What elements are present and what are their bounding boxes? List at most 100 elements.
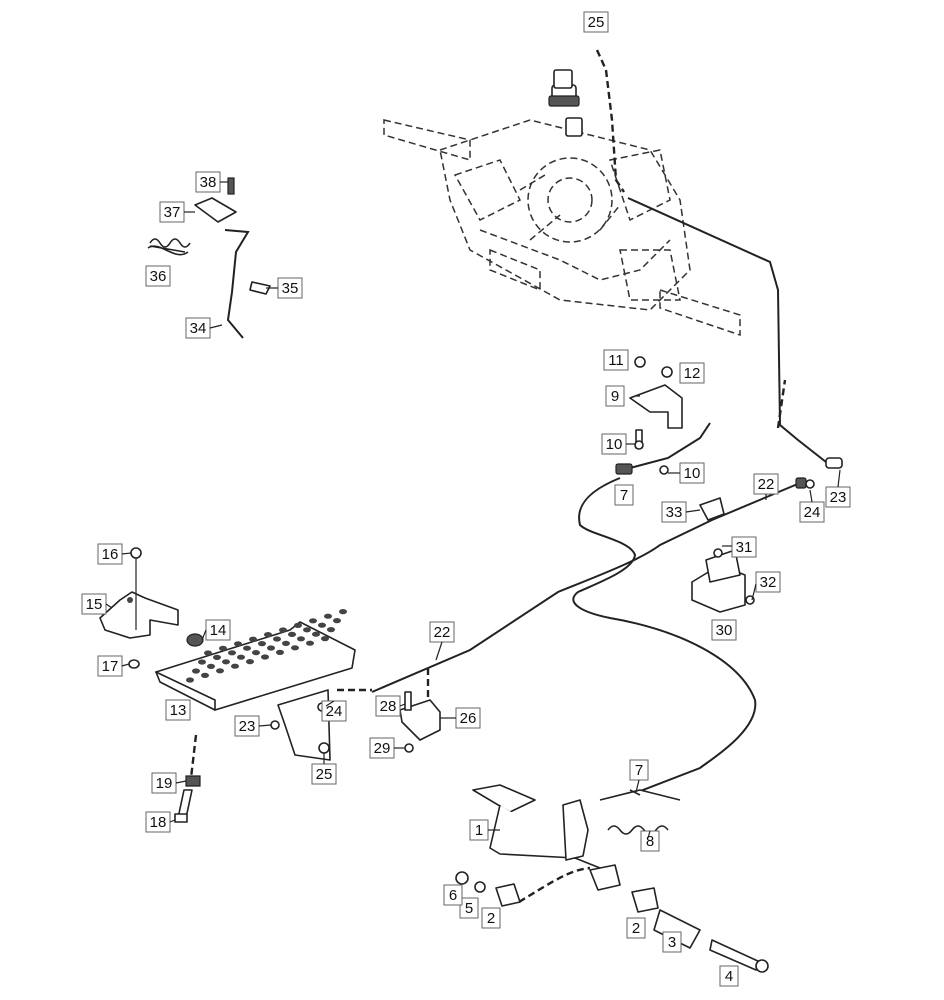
callout-36: 36	[145, 265, 171, 287]
callout-2: 2	[481, 907, 501, 929]
footrest-hole	[339, 609, 347, 615]
svg-text:7: 7	[620, 487, 628, 504]
footrest-plate-13	[155, 621, 356, 711]
svg-text:37: 37	[164, 204, 181, 221]
callout-13: 13	[165, 699, 191, 721]
footrest-hole	[192, 668, 200, 674]
bracket-30	[691, 457, 843, 613]
svg-text:2: 2	[487, 910, 495, 927]
footrest-hole	[327, 627, 335, 633]
footrest-hole	[261, 654, 269, 660]
svg-text:26: 26	[460, 710, 477, 727]
callout-12: 12	[679, 362, 705, 384]
footrest-hole	[222, 659, 230, 665]
footrest-hole	[333, 618, 341, 624]
callout-22: 22	[753, 473, 779, 495]
footrest-hole	[321, 636, 329, 642]
svg-text:35: 35	[282, 280, 299, 297]
svg-text:31: 31	[736, 539, 753, 556]
bracket-9	[615, 356, 683, 475]
footrest-hole	[276, 649, 284, 656]
callout-11: 11	[603, 349, 629, 371]
footrest-hole	[228, 650, 236, 656]
footrest-hole	[288, 631, 296, 638]
footrest-hole	[273, 636, 281, 642]
callout-28: 28	[375, 695, 401, 717]
svg-text:17: 17	[102, 658, 119, 675]
callout-24: 24	[321, 700, 347, 722]
svg-text:15: 15	[86, 596, 103, 613]
footrest-hole	[207, 663, 215, 670]
svg-text:19: 19	[156, 775, 173, 792]
footrest-hole	[204, 650, 212, 656]
svg-text:4: 4	[725, 968, 733, 985]
svg-text:28: 28	[380, 698, 397, 715]
svg-text:13: 13	[170, 702, 187, 719]
transmission-phantom	[383, 119, 741, 337]
svg-text:22: 22	[434, 624, 451, 641]
svg-text:24: 24	[804, 504, 821, 521]
svg-text:33: 33	[666, 504, 683, 521]
svg-text:23: 23	[239, 718, 256, 735]
footrest-hole	[258, 641, 266, 647]
footrest-hole	[294, 622, 302, 629]
footrest-hole	[309, 618, 317, 624]
svg-text:1: 1	[475, 822, 483, 839]
callout-24: 24	[799, 501, 825, 523]
callout-6: 6	[443, 884, 463, 906]
svg-text:10: 10	[684, 465, 701, 482]
footrest-hole	[231, 663, 239, 669]
svg-text:29: 29	[374, 740, 391, 757]
callout-23: 23	[825, 486, 851, 508]
svg-text:10: 10	[606, 436, 623, 453]
svg-text:16: 16	[102, 546, 119, 563]
callout-25: 25	[583, 11, 609, 33]
footrest-hole	[216, 668, 224, 674]
callout-7: 7	[614, 484, 634, 506]
callout-labels: 1 2 2 3 4 5 6 7 7 8 9 10 10 11 12 13 14 …	[81, 11, 851, 987]
footrest-hole	[249, 636, 257, 642]
footrest-hole	[237, 654, 245, 660]
svg-text:23: 23	[830, 489, 847, 506]
callout-10: 10	[601, 433, 627, 455]
callout-19: 19	[151, 772, 177, 794]
svg-text:9: 9	[611, 388, 619, 405]
nut-17	[128, 659, 140, 669]
callout-9: 9	[605, 385, 625, 407]
footrest-hole	[282, 640, 290, 647]
callout-8: 8	[640, 830, 660, 852]
callout-32: 32	[755, 571, 781, 593]
footrest-hole	[312, 631, 320, 637]
callout-3: 3	[662, 931, 682, 953]
nut-19	[185, 775, 201, 787]
footrest-hole	[234, 641, 242, 647]
svg-text:24: 24	[326, 703, 343, 720]
svg-text:11: 11	[608, 352, 624, 369]
svg-text:25: 25	[588, 14, 605, 31]
callout-10: 10	[679, 462, 705, 484]
callout-16: 16	[97, 543, 123, 565]
footrest-hole	[303, 627, 311, 633]
transmission-pulley	[548, 69, 583, 137]
footrest-holes	[186, 609, 347, 683]
svg-text:30: 30	[716, 622, 733, 639]
bushing-14	[186, 633, 204, 647]
callout-37: 37	[159, 201, 185, 223]
svg-text:3: 3	[668, 934, 676, 951]
pedal-assembly	[455, 784, 769, 973]
callout-1: 1	[469, 819, 489, 841]
footrest-hole	[219, 645, 227, 652]
callout-17: 17	[97, 655, 123, 677]
callout-15: 15	[81, 593, 107, 615]
rod-assembly	[147, 177, 271, 339]
footrest-hole	[318, 622, 326, 628]
svg-text:6: 6	[449, 887, 457, 904]
callout-38: 38	[195, 171, 221, 193]
callout-26: 26	[455, 707, 481, 729]
footrest-hole	[324, 613, 332, 619]
svg-text:32: 32	[760, 574, 777, 591]
svg-text:25: 25	[316, 766, 333, 783]
svg-text:5: 5	[465, 900, 473, 917]
callout-23: 23	[234, 715, 260, 737]
